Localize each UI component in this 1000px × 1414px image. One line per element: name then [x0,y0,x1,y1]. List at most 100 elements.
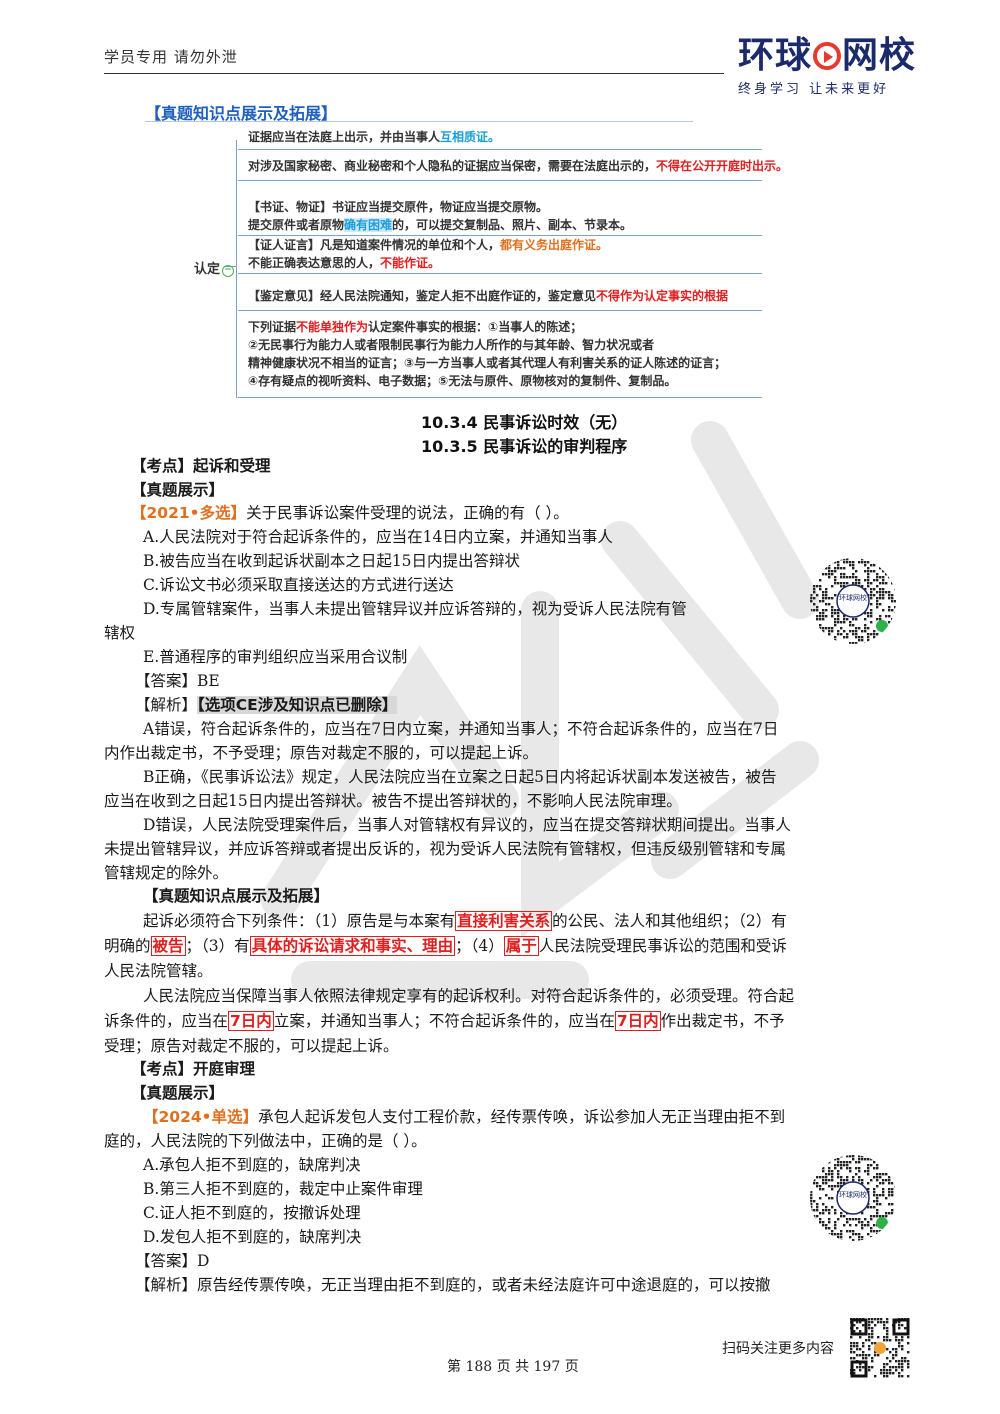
mindmap-trunk [236,140,237,398]
mindmap-text: 【书证、物证】书证应当提交原件，物证应当提交原物。 [248,200,549,214]
mindmap-text: 的，可以提交复制品、照片、副本、节录本。 [392,218,633,232]
mindmap-node: 下列证据不能单独作为认定案件事实的根据：①当事人的陈述； ②无民事行为能力人或者限… [238,318,762,398]
option-d-1-cont: 辖权 [104,624,136,642]
mini-program-qr-icon: 环球网校 [810,558,896,644]
answer-2: 【答案】D [135,1252,210,1270]
section-head-mindmap: 【真题知识点展示及拓展】 [145,104,338,123]
analysis-note-1: 【选项CE涉及知识点已删除】 [197,696,398,714]
mini-program-qr-icon-2: 环球网校 [810,1155,896,1241]
answer-1: 【答案】BE [135,672,220,690]
mindmap-text: 认定案件事实的根据：①当事人的陈述； [368,320,583,334]
ext-p1-line3: 人民法院管辖。 [104,962,213,980]
mindmap-highlight: 互相质证。 [440,130,501,144]
key-term-direct-interest: 直接利害关系 [455,911,553,931]
mindmap-node: 【书证、物证】书证应当提交原件，物证应当提交原物。提交原件或者原物确有困难的，可… [238,198,762,236]
mindmap-root-label: 认定 [194,262,221,277]
ext-text: ；（3）有 [185,937,250,955]
question-1: 【2021•多选】关于民事诉讼案件受理的说法，正确的有（ ）。 [131,503,569,523]
scan-prompt: 扫码关注更多内容 [722,1341,834,1357]
option-d-1: D.专属管辖案件，当事人未提出管辖异议并应诉答辩的，视为受诉人民法院有管 [143,600,687,618]
header-rule [104,73,724,74]
title-statute-of-limitations: 10.3.4 民事诉讼时效（无） [421,413,628,432]
question-2-cont: 庭的，人民法院的下列做法中，正确的是（ ）。 [104,1132,427,1150]
qr-label: 环球网校 [839,593,867,602]
mindmap-highlight: 不得在公开开庭时出示。 [656,159,789,173]
page-number: 第 188 页 共 197 页 [447,1359,579,1375]
mindmap-highlight: 确有困难 [344,218,393,232]
qr-code-icon [850,1318,910,1378]
title-trial-procedure: 10.3.5 民事诉讼的审判程序 [421,437,628,456]
mindmap-highlight: 不能作证。 [380,256,441,270]
mindmap-node-line: 【鉴定意见】经人民法院通知，鉴定人拒不出庭作证的，鉴定意见不得作为认定事实的根据 [248,287,762,305]
mindmap-node-line: 下列证据不能单独作为认定案件事实的根据：①当事人的陈述； [248,318,762,336]
mindmap-highlight: 不能单独作为 [296,320,369,334]
section-underline [145,121,693,122]
collapse-icon[interactable]: − [222,265,235,277]
header-notice: 学员专用 请勿外泄 [104,48,238,66]
ext-text: 明确的 [104,937,151,955]
mindmap-node-line: 提交原件或者原物确有困难的，可以提交复制品、照片、副本、节录本。 [248,216,762,234]
key-term-defendant: 被告 [150,936,186,956]
logo-text-b: 网校 [842,35,917,76]
mindmap-text: 提交原件或者原物 [248,218,345,232]
option-b-2: B.第三人拒不到庭的，裁定中止案件审理 [143,1180,423,1198]
mindmap-text: 精神健康状况不相当的证言；③与一方当事人或者其代理人有利害关系的证人陈述的证言； [248,356,727,370]
option-a-1: A.人民法院对于符合起诉条件的，应当在14日内立案，并通知当事人 [143,528,613,546]
option-e-1: E.普通程序的审判组织应当采用合议制 [143,648,408,666]
key-term-belongs: 属于 [503,936,539,956]
mindmap-node-line: 【书证、物证】书证应当提交原件，物证应当提交原物。 [248,198,762,216]
play-icon [813,42,842,70]
analysis-line-7: 管辖规定的除外。 [104,864,229,882]
key-term-claims: 具体的诉讼请求和事实、理由 [249,936,456,956]
brand-logo: 环球网校 终身学习 让未来更好 [738,35,917,98]
mindmap-text: 【证人证言】凡是知道案件情况的单位和个人， [248,238,501,252]
ext-text: 诉条件的，应当在 [104,1012,229,1030]
mindmap-node-line: 不能正确表达意思的人，不能作证。 [248,254,762,272]
question-text-1: 关于民事诉讼案件受理的说法，正确的有（ ）。 [246,504,569,522]
mindmap-text: 下列证据 [248,320,297,334]
mindmap-text: 对涉及国家秘密、商业秘密和个人隐私的证据应当保密，需要在法庭出示的， [248,159,657,173]
ext-p1-line1: 起诉必须符合下列条件：（1）原告是与本案有直接利害关系的公民、法人和其他组织；（… [143,911,787,931]
mindmap-node-line: 【证人证言】凡是知道案件情况的单位和个人，都有义务出庭作证。 [248,236,762,254]
ext-text: 起诉必须符合下列条件：（1）原告是与本案有 [143,912,456,930]
question-tag-1: 【2021•多选】 [131,504,247,522]
question-tag-2: 【2024•单选】 [143,1108,259,1126]
mindmap-text: 不能正确表达意思的人， [248,256,381,270]
mindmap-node-line: 精神健康状况不相当的证言；③与一方当事人或者其代理人有利害关系的证人陈述的证言； [248,354,762,372]
mindmap-node-line: ④存有疑点的视听资料、电子数据；⑤无法与原件、原物核对的复制件、复制品。 [248,372,762,390]
mindmap-node: 【证人证言】凡是知道案件情况的单位和个人，都有义务出庭作证。不能正确表达意思的人… [238,236,762,274]
mindmap-text: 【鉴定意见】经人民法院通知，鉴定人拒不出庭作证的，鉴定意见 [248,289,597,303]
mindmap-root: 认定− [194,258,235,277]
point-heading-2: 【考点】开庭审理 [131,1060,256,1078]
ext-text: 的公民、法人和其他组织；（2）有 [552,912,787,930]
analysis-label-1: 【解析】 [135,696,198,714]
ext-p2-line3: 受理；原告对裁定不服的，可以提起上诉。 [104,1037,399,1055]
option-c-1: C.诉讼文书必须采取直接送达的方式进行送达 [143,576,454,594]
option-d-2: D.发包人拒不到庭的，缺席判决 [143,1228,362,1246]
mindmap-node-line: 证据应当在法庭上出示，并由当事人互相质证。 [248,128,762,146]
option-b-1: B.被告应当在收到起诉状副本之日起15日内提出答辩状 [143,552,521,570]
exam-head-2: 【真题展示】 [131,1084,225,1102]
ext-text: 作出裁定书，不予 [660,1012,785,1030]
analysis-line-5: D错误，人民法院受理案件后，当事人对管辖权有异议的，应当在提交答辩状期间提出。当… [143,816,791,834]
ext-text: 立案，并通知当事人；不符合起诉条件的，应当在 [273,1012,615,1030]
mindmap-node-line: 对涉及国家秘密、商业秘密和个人隐私的证据应当保密，需要在法庭出示的，不得在公开开… [248,157,788,175]
mindmap-highlight: 都有义务出庭作证。 [500,238,609,252]
mindmap-highlight: 不得作为认定事实的根据 [596,289,729,303]
key-term-7-days-a: 7日内 [228,1011,274,1031]
mindmap-text: ④存有疑点的视听资料、电子数据；⑤无法与原件、原物核对的复制件、复制品。 [248,374,677,388]
analysis-head-1: 【解析】【选项CE涉及知识点已删除】 [135,695,398,715]
mindmap-node-line: ②无民事行为能力人或者限制民事行为能力人所作的与其年龄、智力状况或者 [248,336,762,354]
analysis-line-2: 内作出裁定书，不予受理；原告对裁定不服的，可以提起上诉。 [104,744,539,762]
logo-slogan: 终身学习 让未来更好 [738,82,890,97]
ext-head-1: 【真题知识点展示及拓展】 [143,887,330,905]
analysis-line-1: A错误，符合起诉条件的，应当在7日内立案，并通知当事人；不符合起诉条件的，应当在… [143,720,779,738]
mindmap-text: ②无民事行为能力人或者限制民事行为能力人所作的与其年龄、智力状况或者 [248,338,655,352]
key-term-7-days-b: 7日内 [614,1011,661,1031]
analysis-line-3: B正确，《民事诉讼法》规定，人民法院应当在立案之日起5日内将起诉状副本发送被告，… [143,768,777,786]
mindmap-node: 【鉴定意见】经人民法院通知，鉴定人拒不出庭作证的，鉴定意见不得作为认定事实的根据 [238,287,762,311]
ext-text: 人民法院受理民事诉讼的范围和受诉 [538,937,787,955]
analysis-line-4: 应当在收到之日起15日内提出答辩状。被告不提出答辩状的，不影响人民法院审理。 [104,792,682,810]
ext-text: ；（4） [455,937,504,955]
